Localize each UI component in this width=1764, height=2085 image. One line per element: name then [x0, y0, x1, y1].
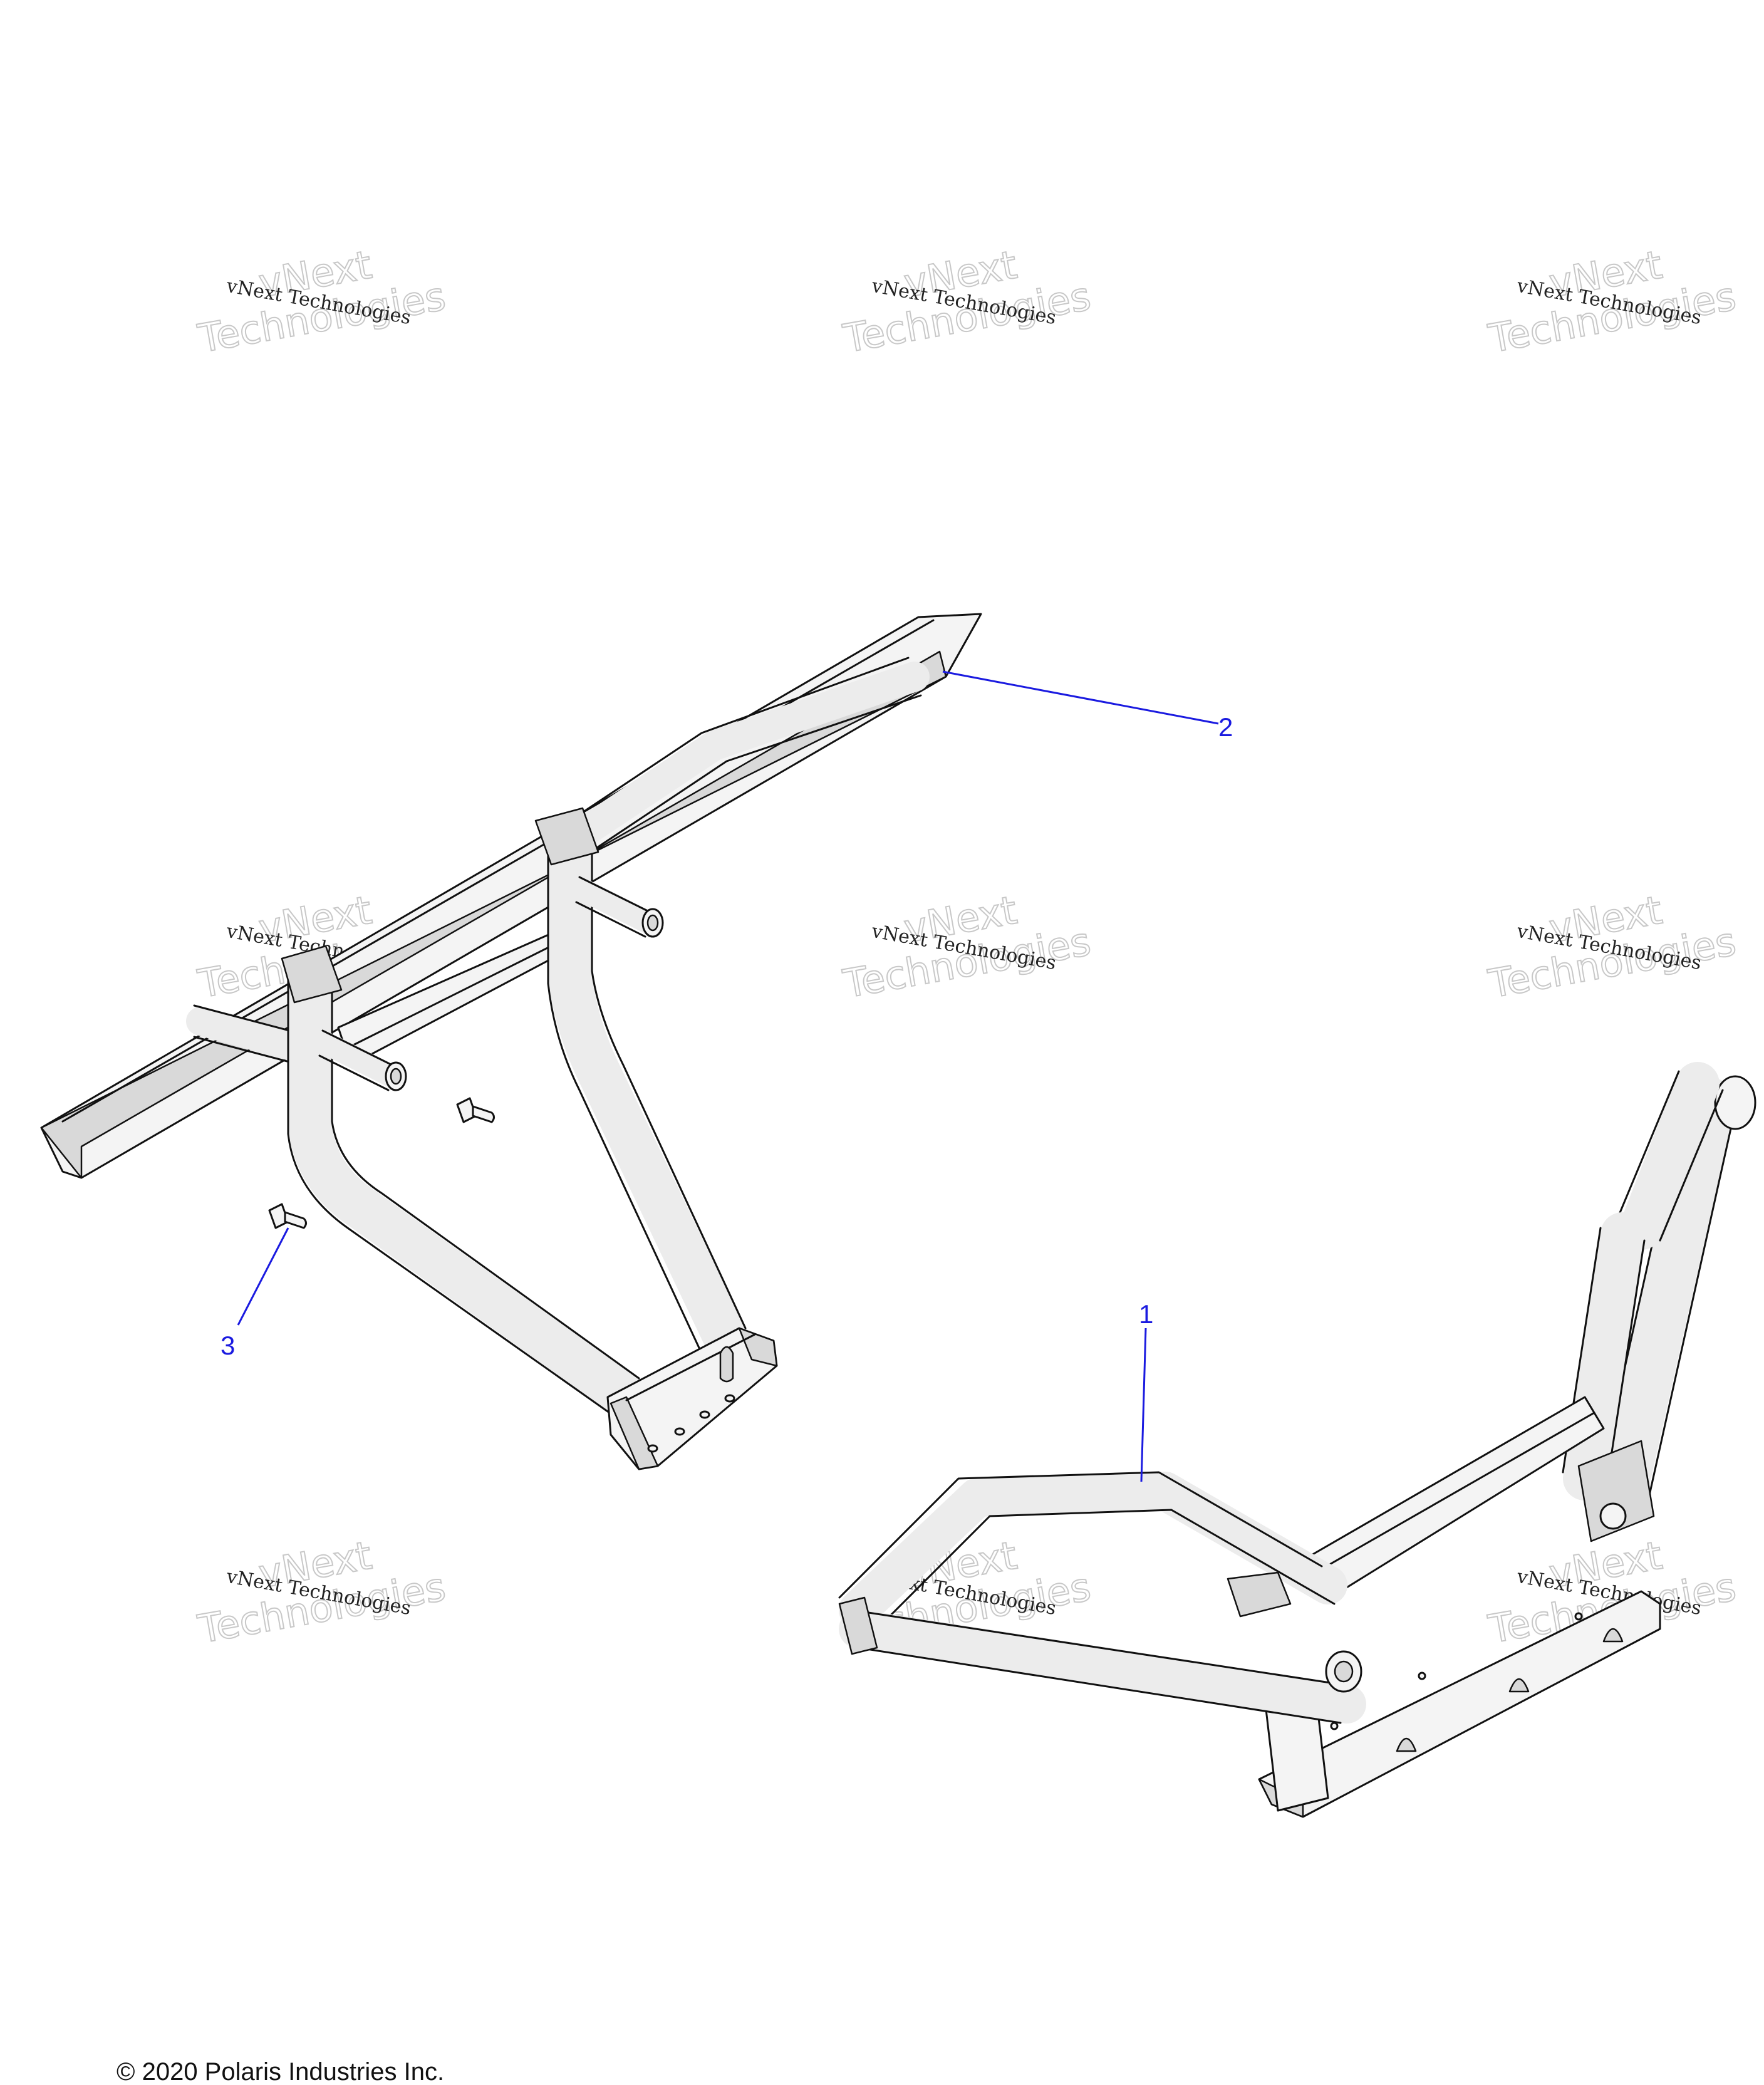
vframe-right-outer — [547, 838, 703, 1354]
loop-upper-outer — [838, 1471, 1323, 1599]
brace-right-bottom — [594, 694, 922, 850]
connector-hole — [1599, 1502, 1627, 1530]
loop-upper-inner — [876, 1509, 1336, 1630]
callout-1-label: 1 — [1139, 1299, 1153, 1329]
front-bumper-assembly — [40, 613, 982, 1470]
crossbar-edge — [1314, 1412, 1595, 1574]
vframe-left-inner — [331, 989, 640, 1380]
end-cap-hole — [1334, 1660, 1354, 1683]
callout-3-label: 3 — [220, 1331, 235, 1360]
skid-hole — [1418, 1672, 1426, 1680]
copyright-text: © 2020 Polaris Industries Inc. — [117, 2058, 444, 2085]
loop-upper-fill — [839, 1472, 1347, 1630]
top-brace-left — [1615, 1070, 1680, 1223]
callout-1-leader — [1140, 1328, 1147, 1482]
callout-2-label: 2 — [1218, 712, 1233, 742]
upright-cap — [1714, 1075, 1756, 1130]
loop-lower-top — [851, 1609, 1348, 1687]
brace-right-fill — [568, 662, 930, 848]
gusset-left — [281, 945, 343, 1004]
watermark-tile: vNext Technologies vNext Technologies — [194, 1532, 450, 1653]
vframe-left-outer — [287, 976, 615, 1417]
gusset-right — [534, 807, 599, 866]
vframe-right-fill — [548, 818, 749, 1363]
mid-gusset — [1227, 1571, 1292, 1618]
connector-block — [1577, 1440, 1655, 1542]
mid-upright-fill — [1563, 1212, 1644, 1500]
callout-3[interactable]: 3 — [220, 1227, 289, 1360]
front-gusset — [838, 1596, 878, 1655]
watermark-tile: vNext Technologies vNext Technologies — [1485, 887, 1740, 1008]
upright-right — [1646, 1108, 1736, 1505]
callout-3-leader — [237, 1227, 289, 1326]
top-brace-fill — [1619, 1062, 1720, 1250]
pin-left — [314, 1029, 407, 1091]
callout-2-leader — [942, 670, 1219, 725]
pin-right — [571, 876, 664, 938]
skid-slot-2 — [1508, 1678, 1530, 1693]
skid-slot-3 — [1602, 1628, 1624, 1643]
watermark-tile: vNext Technologies vNext Technologies — [194, 241, 450, 363]
loop-lower-bottom — [857, 1646, 1342, 1724]
loop-lower-fill — [839, 1609, 1366, 1724]
watermark-tile: vNext Technologies vNext Technologies — [839, 241, 1095, 363]
rear-frame-assembly — [838, 1062, 1756, 1818]
bumper-beam-face — [40, 650, 947, 1179]
callout-1[interactable]: 1 — [1139, 1299, 1153, 1482]
watermark-tile: vNext Technologies vNext Technologies — [839, 887, 1095, 1008]
mount-bracket — [606, 1327, 778, 1470]
skid-hole — [1330, 1722, 1339, 1730]
mid-upright-right — [1606, 1239, 1646, 1486]
callout-2[interactable]: 2 — [942, 670, 1233, 742]
bolt-1 — [268, 1203, 307, 1229]
brace-right-top — [569, 657, 910, 822]
vframe-left-fill — [288, 955, 648, 1419]
skid-hole — [1574, 1612, 1583, 1621]
watermark-tile: vNext Technologies vNext Technologies — [1485, 241, 1740, 363]
inner-rail-edge — [350, 942, 559, 1048]
skid-slot-1 — [1396, 1737, 1417, 1752]
upright-fill — [1597, 1078, 1735, 1516]
top-brace-right — [1659, 1089, 1724, 1242]
vframe-right-inner — [591, 838, 747, 1329]
bolt-2 — [456, 1097, 495, 1123]
